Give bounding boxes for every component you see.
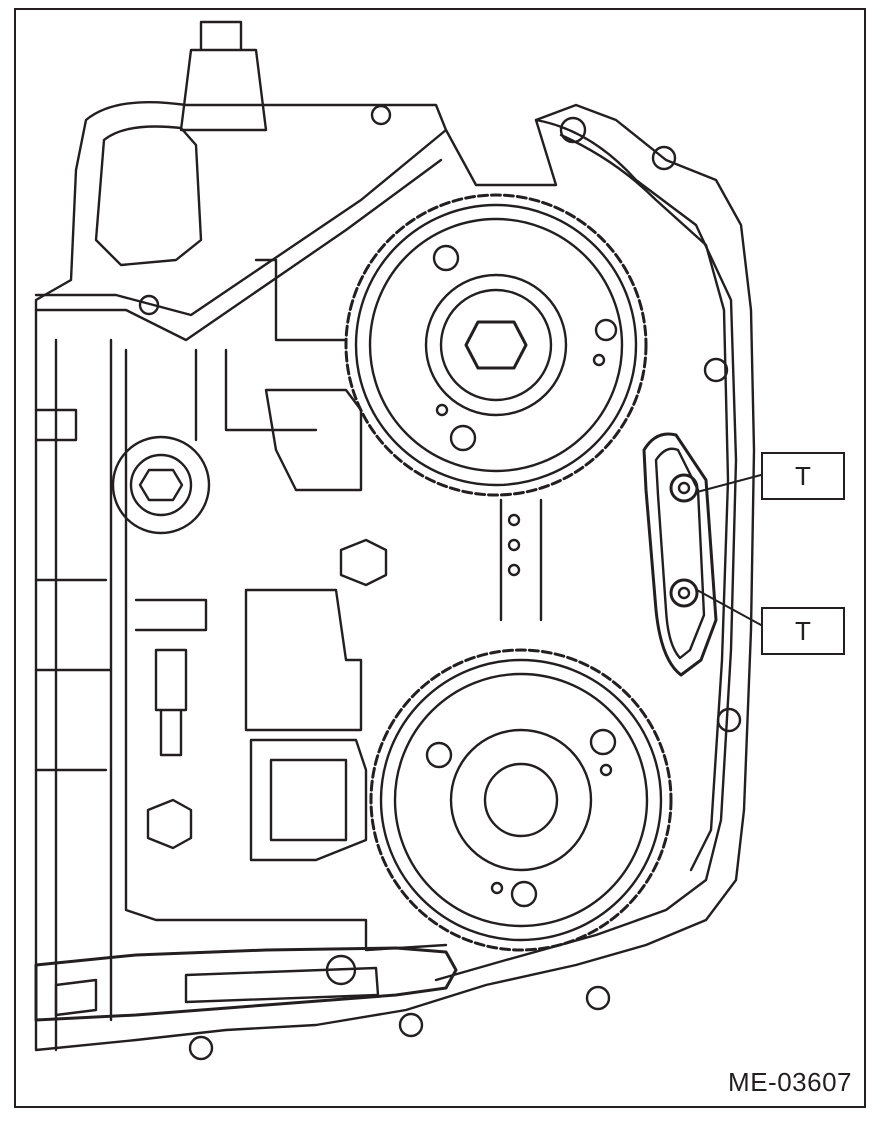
lower-chain-guide [34, 946, 458, 1022]
lower-cam-sprocket [369, 648, 673, 952]
timing-chain [499, 498, 543, 622]
callout-leaders [696, 474, 762, 626]
callout-lower-bolt: T [761, 607, 845, 655]
figure-id: ME-03607 [728, 1067, 852, 1097]
engine-block-outline [34, 100, 756, 1052]
upper-cam-sprocket [344, 193, 648, 497]
engine-front-timing-illustration [34, 20, 762, 1061]
chain-guide [642, 432, 718, 677]
illustration-frame: T T ME-03607 [14, 8, 866, 1108]
casing-bolt-holes [138, 104, 742, 1061]
callout-upper-bolt: T [761, 452, 845, 500]
left-bolts [111, 20, 388, 850]
guide-bolts [669, 473, 699, 608]
